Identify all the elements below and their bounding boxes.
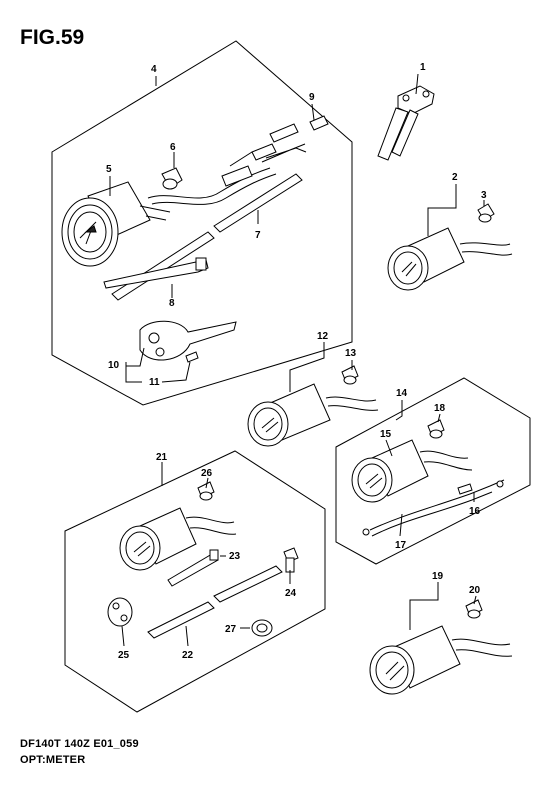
part-9-connector <box>221 115 329 187</box>
callout-6: 6 <box>170 142 176 153</box>
callout-10: 10 <box>108 360 120 371</box>
callout-15: 15 <box>380 429 392 440</box>
callout-21: 21 <box>156 452 168 463</box>
part-13-bulb <box>341 365 359 385</box>
model-code: DF140T 140Z E01_059 <box>20 738 139 750</box>
group-4-outline <box>51 40 353 406</box>
figure-title: FIG.59 <box>20 26 85 49</box>
callout-19: 19 <box>432 571 444 582</box>
callout-13: 13 <box>345 348 357 359</box>
callout-14: 14 <box>396 388 408 399</box>
figure-caption: OPT:METER <box>20 754 86 766</box>
callout-1: 1 <box>420 62 426 73</box>
callout-25: 25 <box>118 650 130 661</box>
callout-23: 23 <box>229 551 241 562</box>
part-26-bulb <box>197 481 215 501</box>
leader-lines <box>109 73 485 647</box>
callout-11: 11 <box>149 377 160 388</box>
callout-20: 20 <box>469 585 481 596</box>
callout-26: 26 <box>201 468 213 479</box>
part-18-bulb <box>427 419 445 439</box>
part-5-gauge <box>61 167 277 267</box>
callout-12: 12 <box>317 331 329 342</box>
callout-24: 24 <box>285 588 297 599</box>
part-20-bulb <box>465 599 483 619</box>
callout-labels: 1 2 3 4 5 6 7 8 9 10 11 12 13 14 15 16 1… <box>106 62 487 661</box>
part-12-gauge <box>247 383 379 447</box>
group-21-outline <box>64 450 326 713</box>
part-24-sender <box>283 547 299 573</box>
part-19-gauge <box>369 625 513 695</box>
part-16-harness <box>362 479 505 537</box>
callout-9: 9 <box>309 92 315 103</box>
callout-2: 2 <box>452 172 458 183</box>
part-6-bulb <box>161 167 183 190</box>
callout-16: 16 <box>469 506 481 517</box>
part-23-tie <box>167 549 219 587</box>
part-21-gauge <box>119 507 237 571</box>
part-15-gauge <box>351 439 473 503</box>
part-3-bulb <box>477 203 495 223</box>
part-22-tube <box>147 565 283 639</box>
part-8-tie <box>103 257 209 289</box>
callout-8: 8 <box>169 298 175 309</box>
callout-3: 3 <box>481 190 487 201</box>
part-25-grommet <box>107 597 133 627</box>
callout-5: 5 <box>106 164 112 175</box>
callout-27: 27 <box>225 624 237 635</box>
group-14-outline <box>335 377 531 565</box>
part-2-gauge <box>387 227 513 291</box>
part-10-bracket <box>139 320 237 363</box>
callout-22: 22 <box>182 650 194 661</box>
part-27-ring <box>251 619 273 637</box>
callout-7: 7 <box>255 230 261 241</box>
callout-18: 18 <box>434 403 446 414</box>
callout-4: 4 <box>151 64 157 75</box>
callout-17: 17 <box>395 540 407 551</box>
part-1-sensor <box>377 85 435 161</box>
